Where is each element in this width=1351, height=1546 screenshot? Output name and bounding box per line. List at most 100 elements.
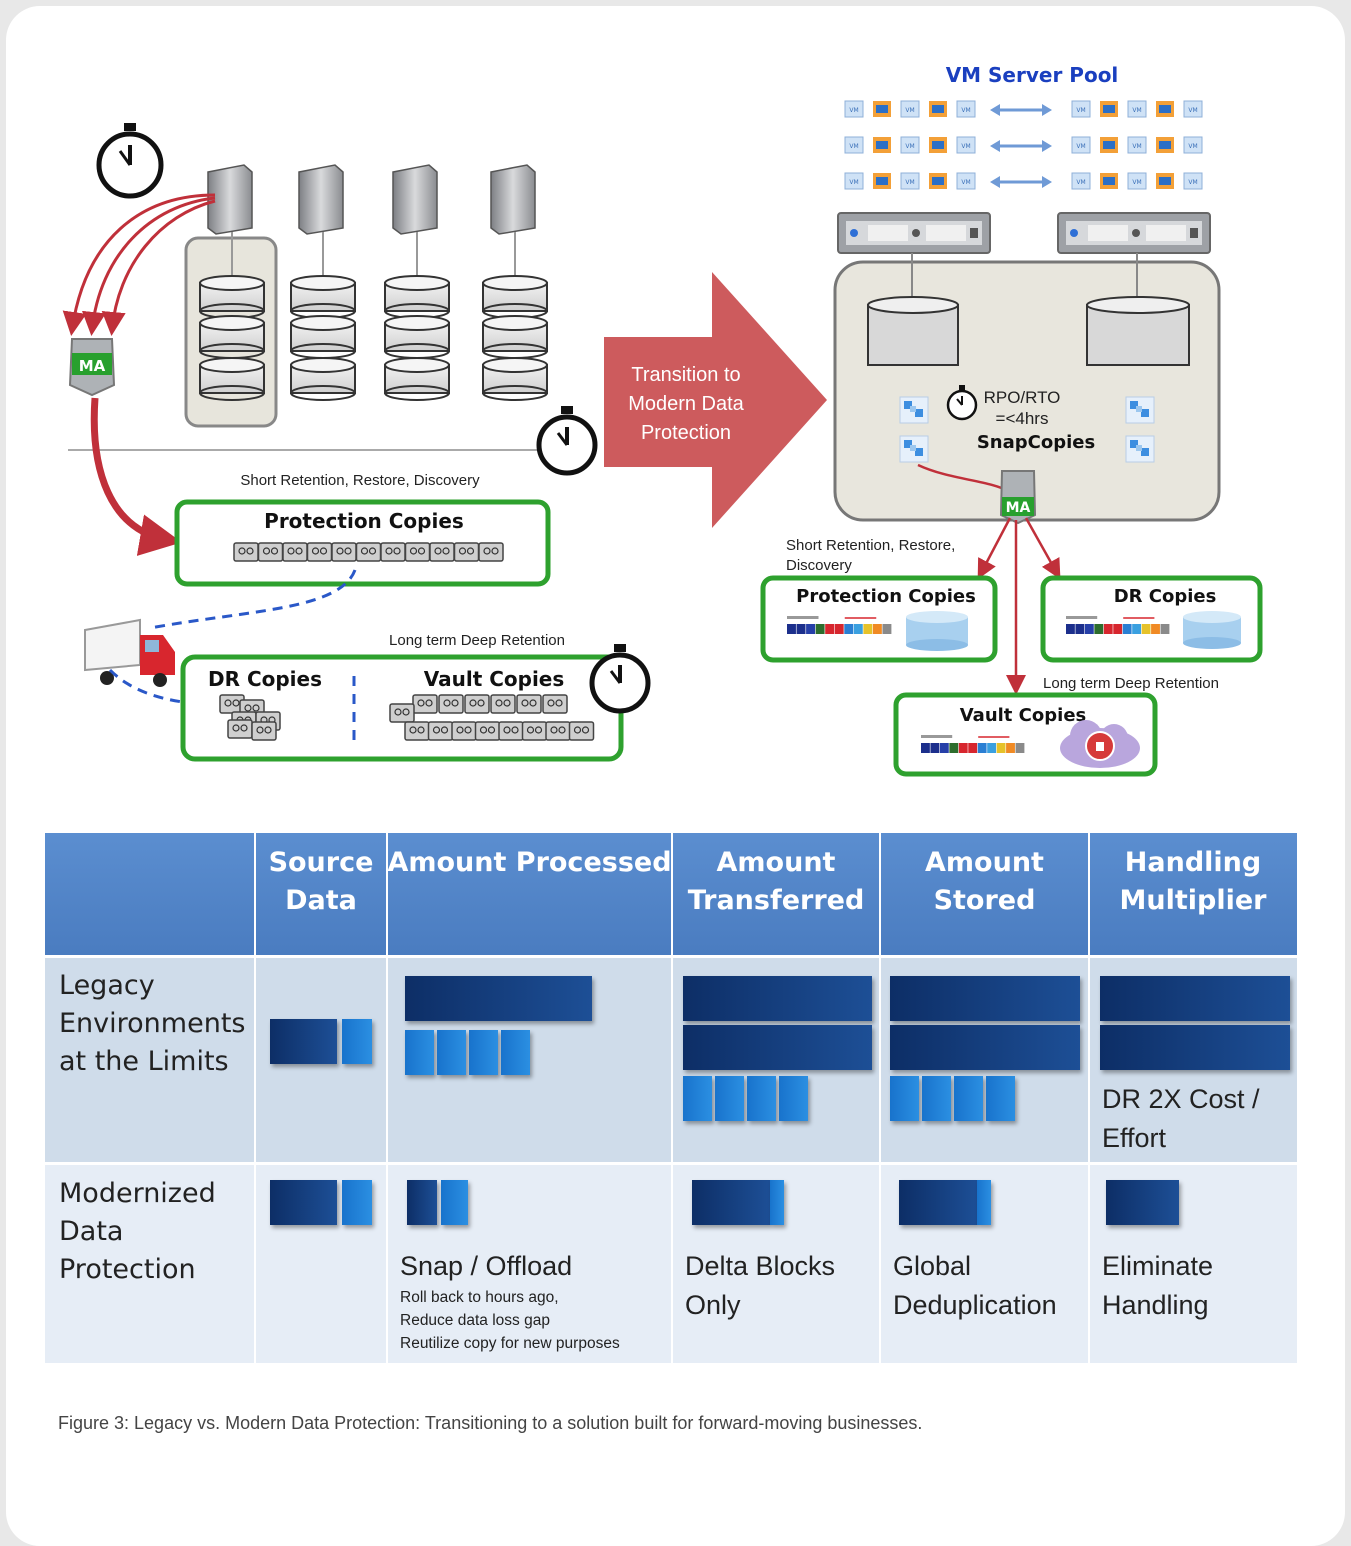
svg-text:VM: VM [1132,107,1141,114]
processed-note: Roll back to hours ago, [400,1289,559,1306]
tape-cluster [389,694,595,741]
long-term-label: Long term Deep Retention [1043,675,1219,692]
tape-icon [453,542,480,562]
snapcopies-label: SnapCopies [977,432,1095,453]
storage-volume [1086,296,1190,366]
bar-transferred [683,1025,872,1070]
vm-icon: VM [1127,172,1147,190]
header-cell [45,833,255,955]
bar-transferred [779,1076,808,1121]
tape-icon [498,721,524,741]
header-handling-multiplier: Handling Multiplier [1089,833,1297,955]
tape-icon [474,721,501,741]
vm-icon [1100,173,1118,189]
vault-copies-title: Vault Copies [960,705,1087,726]
bar-handling [1106,1180,1179,1225]
snapshot-strip [921,735,1025,753]
tape-icon [438,694,464,714]
bar-handling [1100,976,1290,1021]
svg-text:VM: VM [905,143,914,150]
vm-icon: VM [900,172,920,190]
transition-line-3: Protection [641,422,731,444]
vm-icon: VM [900,136,920,154]
row-label-modern: Modernized Data Protection [59,1178,216,1285]
bar-stored [890,1076,919,1121]
svg-text:VM: VM [1076,107,1085,114]
figure-caption: Figure 3: Legacy vs. Modern Data Protect… [58,1413,923,1433]
svg-text:VM: VM [849,179,858,186]
bar-source-data [342,1180,372,1225]
dr-copies-title: DR Copies [1114,586,1217,607]
protection-copies-title: Protection Copies [264,509,464,533]
vm-icon [929,101,947,117]
processed-note: Reutilize copy for new purposes [400,1335,620,1352]
bar-transferred [683,976,872,1021]
vm-icon: VM [1071,172,1091,190]
snapshot-icon [1125,396,1155,424]
tape-icon [490,694,516,714]
tape-icon [404,542,431,562]
tape-icon [542,694,568,714]
bar-transferred [692,1180,770,1225]
vm-icon [1100,137,1118,153]
vm-icon [873,173,891,189]
bar-processed [501,1030,530,1075]
vault-copies-title: Vault Copies [424,667,565,691]
header-source-data: Source Data [255,833,387,955]
tape-icon [521,721,548,741]
vm-icon: VM [956,172,976,190]
vm-icon: VM [900,100,920,118]
svg-text:VM: VM [1188,107,1197,114]
snapshot-icons [899,396,1155,463]
disk-icon [482,315,548,359]
vm-icon: VM [1127,100,1147,118]
bar-handling [1100,1025,1290,1070]
snapshot-icon [899,435,929,463]
processed-text-modern: Snap / Offload [400,1251,573,1281]
server-icon [298,164,344,235]
server-icon [490,164,536,235]
tape-cluster [219,694,281,741]
vm-icon: VM [1183,136,1203,154]
server-column [199,164,548,401]
server-icon [207,164,253,235]
vm-icon: VM [956,100,976,118]
sync-arrow-icon [990,140,1052,152]
disk-icon [199,315,265,359]
vm-icon: VM [844,172,864,190]
bar-transferred [715,1076,744,1121]
processed-note: Reduce data loss gap [400,1312,550,1329]
snapshot-strip [787,616,892,634]
ma-label: MA [1006,500,1031,516]
svg-text:VM: VM [1076,143,1085,150]
disk-icon [199,275,265,319]
disk-icon [384,357,450,401]
vm-icon: VM [844,136,864,154]
disk-icon [482,357,548,401]
svg-text:VM: VM [905,107,914,114]
svg-text:VM: VM [905,179,914,186]
bar-source-data [342,1019,372,1064]
tape-icon [257,542,284,562]
bar-processed [469,1030,498,1075]
svg-text:VM: VM [961,143,970,150]
bar-source-data [270,1180,337,1225]
bar-transferred [770,1180,784,1225]
vm-icon [929,173,947,189]
disk-icon [482,275,548,319]
bar-processed [441,1180,468,1225]
row-label-legacy: Legacy Environments at the Limits [59,970,246,1077]
disk-icon [384,275,450,319]
ma-label: MA [79,357,106,375]
handling-text-legacy: DR 2X Cost / Effort [1102,1084,1260,1153]
vm-icon [1156,137,1174,153]
handling-text-modern: Eliminate Handling [1102,1251,1214,1320]
rpo-line-1: RPO/RTO [984,388,1061,407]
vm-icon: VM [1183,100,1203,118]
tape-icon [516,694,542,714]
vm-icon: VM [844,100,864,118]
tape-icon [282,542,308,562]
svg-text:VM: VM [849,143,858,150]
